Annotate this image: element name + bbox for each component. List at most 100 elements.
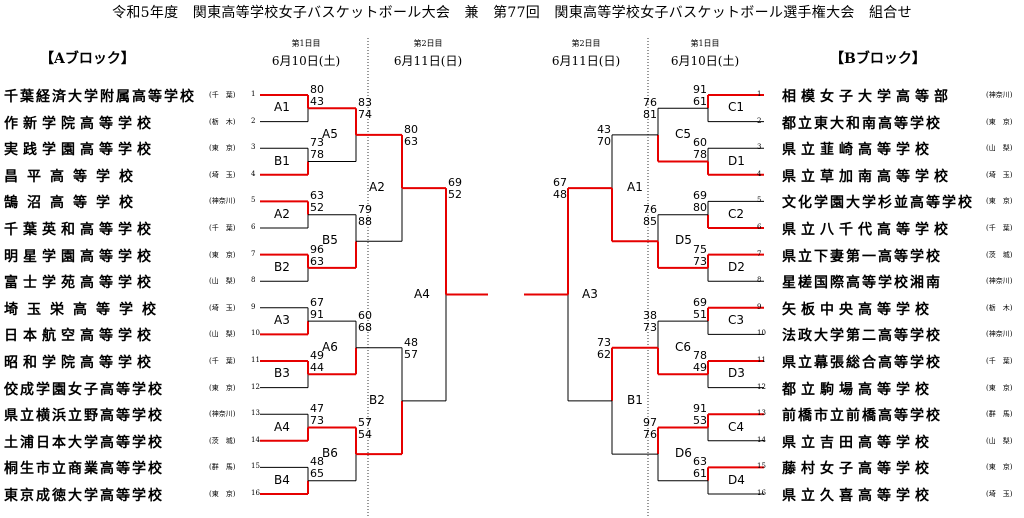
team-name: 千葉英和高等学校	[4, 222, 156, 238]
match-score: 53	[693, 414, 707, 428]
team-prefecture: (東 京)	[209, 490, 236, 498]
team-prefecture: (山 梨)	[986, 436, 1013, 445]
match-score: 69	[693, 189, 707, 203]
match-label: D3	[728, 366, 745, 381]
team-seed-number: 16	[757, 489, 766, 497]
team-name: 都立東大和南高等学校	[782, 115, 942, 132]
team-prefecture: (神奈川)	[986, 91, 1013, 99]
team-name: 昭和学院高等学校	[4, 355, 156, 371]
team-prefecture: (東 京)	[986, 463, 1013, 472]
match-score: 61	[693, 467, 707, 481]
team-name: 法政大学第二高等学校	[782, 328, 942, 345]
match-score: 78	[310, 148, 324, 162]
match-score: 54	[358, 427, 372, 441]
team-prefecture: (山 梨)	[986, 144, 1013, 153]
team-seed-number: 10	[757, 329, 766, 338]
team-seed-number: 1	[757, 90, 762, 98]
team-prefecture: (埼 玉)	[986, 170, 1013, 179]
match-score: 73	[310, 414, 324, 428]
team-name: 県立韮崎高等学校	[782, 142, 934, 159]
team-prefecture: (神奈川)	[986, 330, 1013, 339]
team-prefecture: (千 葉)	[209, 224, 236, 232]
team-seed-number: 5	[251, 196, 256, 205]
team-seed-number: 4	[757, 169, 762, 178]
match-score: 52	[448, 188, 462, 202]
match-label: A3	[274, 313, 290, 328]
match-score: 80	[310, 83, 324, 96]
team-prefecture: (東 京)	[986, 117, 1013, 126]
match-score: 63	[693, 455, 707, 469]
team-seed-number: 9	[251, 302, 256, 311]
match-score: 63	[310, 254, 324, 268]
block-b-heading: 【Bブロック】	[830, 51, 926, 67]
team-name: 埼玉栄高等学校	[4, 301, 165, 318]
match-score: 57	[404, 347, 418, 361]
match-label: B6	[322, 446, 338, 461]
match-score: 73	[310, 136, 324, 150]
team-prefecture: (埼 玉)	[986, 490, 1013, 498]
team-seed-number: 7	[757, 249, 762, 258]
match-score: 51	[693, 307, 707, 321]
match-score: 78	[693, 148, 707, 162]
team-name: 矢板中央高等学校	[782, 301, 934, 318]
match-label: C4	[728, 419, 745, 434]
team-seed-number: 14	[757, 435, 766, 444]
match-label: C6	[675, 339, 692, 354]
match-score: 65	[310, 467, 324, 481]
team-prefecture: (埼 玉)	[209, 170, 236, 179]
team-seed-number: 15	[251, 462, 260, 471]
match-label: A3	[582, 286, 598, 301]
match-label: B3	[274, 366, 290, 381]
match-score: 74	[358, 108, 372, 122]
match-label: C5	[675, 126, 692, 141]
date1-left: 6月10日(土)	[271, 54, 341, 68]
team-seed-number: 12	[757, 382, 766, 391]
match-score: 73	[597, 335, 611, 349]
team-prefecture: (群 馬)	[986, 410, 1013, 419]
match-score: 80	[404, 122, 418, 136]
team-prefecture: (千 葉)	[209, 91, 236, 99]
match-label: B1	[274, 153, 290, 168]
day2-left-label: 第2日目	[413, 39, 443, 48]
team-name: 県立草加南高等学校	[782, 168, 953, 185]
team-prefecture: (栃 木)	[209, 117, 236, 126]
match-score: 76	[643, 427, 657, 441]
day1-right-label: 第1日目	[690, 39, 720, 48]
match-label: D5	[675, 233, 692, 248]
match-score: 81	[643, 108, 657, 122]
team-seed-number: 7	[251, 249, 256, 258]
team-name: 県立横浜立野高等学校	[4, 408, 164, 425]
team-prefecture: (神奈川)	[986, 277, 1013, 286]
team-name: 県立下妻第一高等学校	[782, 248, 942, 265]
match-score: 63	[310, 189, 324, 203]
match-label: A1	[274, 100, 290, 115]
match-score: 73	[693, 254, 707, 268]
match-score: 38	[643, 309, 657, 323]
team-seed-number: 11	[251, 356, 260, 364]
team-seed-number: 8	[757, 276, 762, 285]
day2-right-label: 第2日目	[571, 39, 601, 48]
team-name: 星槎国際高等学校湘南	[782, 275, 942, 292]
team-name: 前橋市立前橋高等学校	[782, 408, 942, 425]
match-score: 69	[693, 295, 707, 309]
match-score: 69	[448, 176, 462, 190]
match-score: 91	[310, 307, 324, 321]
match-label: C1	[728, 100, 745, 115]
match-score: 68	[358, 321, 372, 335]
match-label: A1	[627, 180, 643, 195]
match-score: 63	[404, 134, 418, 148]
match-label: D2	[728, 259, 745, 274]
team-prefecture: (東 京)	[986, 197, 1013, 206]
team-seed-number: 5	[757, 196, 762, 205]
date2-right: 6月11日(日)	[551, 54, 621, 68]
match-score: 96	[310, 242, 324, 256]
team-prefecture: (千 葉)	[986, 224, 1013, 232]
match-score: 91	[693, 402, 707, 416]
match-score: 75	[693, 242, 707, 256]
team-seed-number: 3	[251, 143, 256, 152]
team-name: 桐生市立商業高等学校	[4, 461, 164, 478]
match-score: 49	[310, 349, 324, 362]
match-score: 85	[643, 214, 657, 228]
match-label: A4	[274, 419, 290, 434]
team-name: 日本航空高等学校	[4, 328, 156, 345]
